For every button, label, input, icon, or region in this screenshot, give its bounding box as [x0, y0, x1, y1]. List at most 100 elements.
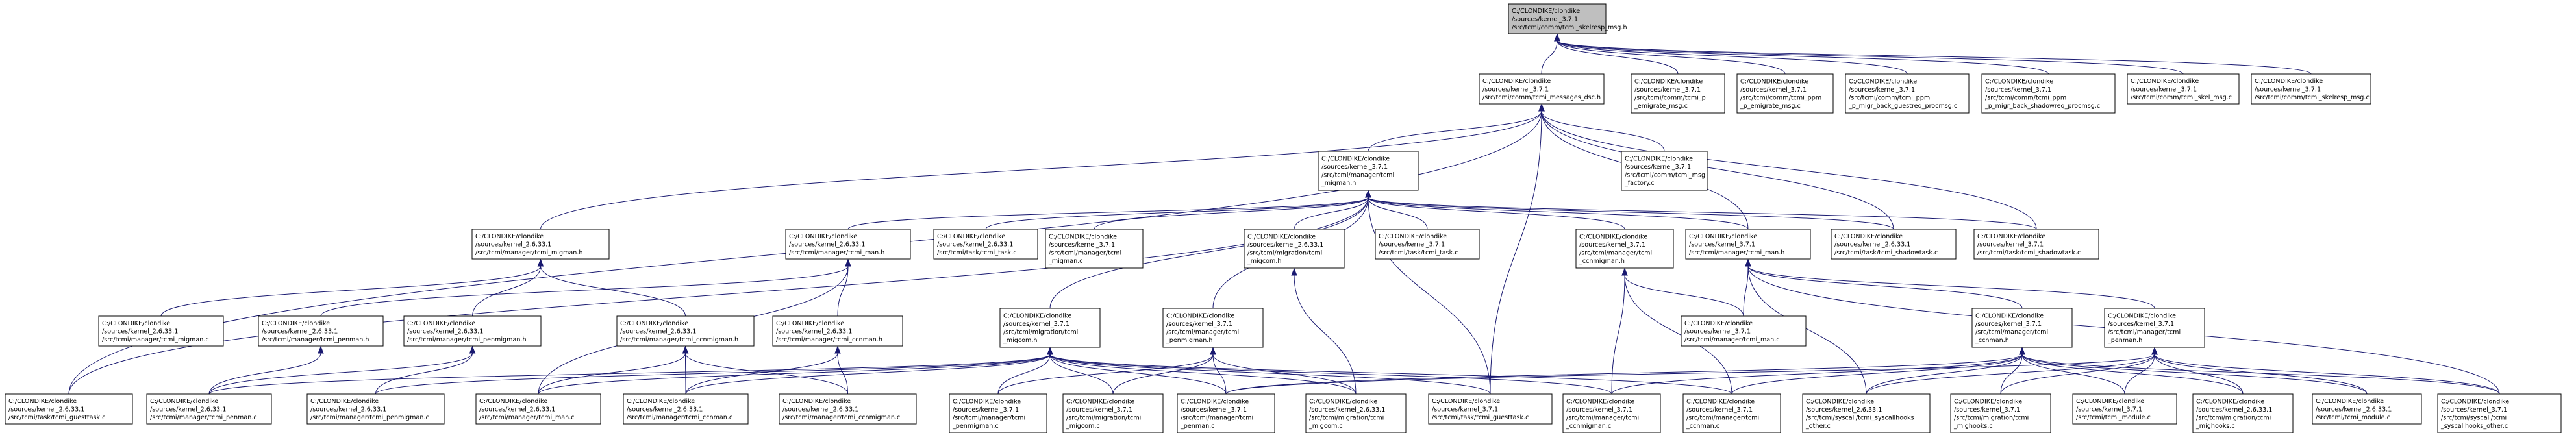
node-label-line: C:/CLONDIKE/clondike	[1686, 399, 1755, 406]
file-node[interactable]: C:/CLONDIKE/clondike/sources/kernel_2.6.…	[616, 315, 755, 347]
file-node[interactable]: C:/CLONDIKE/clondike/sources/kernel_3.7.…	[999, 308, 1101, 348]
file-node[interactable]: C:/CLONDIKE/clondike/sources/kernel_3.7.…	[1631, 73, 1725, 114]
edge-line	[320, 266, 849, 317]
file-node[interactable]: C:/CLONDIKE/clondike/sources/kernel_3.7.…	[1162, 308, 1264, 348]
edge-line	[1049, 354, 1114, 395]
file-node[interactable]: C:/CLONDIKE/clondike/sources/kernel_3.7.…	[2437, 393, 2562, 433]
file-node[interactable]: C:/CLONDIKE/clondike/sources/kernel_2.6.…	[1802, 393, 1931, 433]
file-node[interactable]: C:/CLONDIKE/clondike/sources/kernel_3.7.…	[2104, 308, 2205, 348]
node-label-line: /src/tcmi/manager/tcmi	[1579, 250, 1652, 257]
node-label-line: /src/tcmi/comm/tcmi_msg	[1625, 172, 1705, 179]
file-node[interactable]: C:/CLONDIKE/clondike/sources/kernel_3.7.…	[1062, 393, 1164, 433]
file-node[interactable]: C:/CLONDIKE/clondike/sources/kernel_3.7.…	[1685, 229, 1811, 260]
file-node[interactable]: C:/CLONDIKE/clondike/sources/kernel_2.6.…	[146, 393, 272, 425]
edge-line	[1049, 354, 1491, 395]
file-node[interactable]: C:/CLONDIKE/clondike/sources/kernel_2.6.…	[1831, 229, 1957, 260]
node-label-line: _emigrate_msg.c	[1634, 103, 1688, 110]
file-node[interactable]: C:/CLONDIKE/clondike/sources/kernel_3.7.…	[2251, 73, 2371, 105]
file-node[interactable]: C:/CLONDIKE/clondike/sources/kernel_2.6.…	[2312, 393, 2422, 425]
file-node[interactable]: C:/CLONDIKE/clondike/sources/kernel_3.7.…	[1971, 308, 2073, 348]
edge-ccnman_h_371-to-man_h_371	[1745, 258, 2023, 309]
edge-man_c_371-to-ccnmigman_h_371	[1621, 267, 1744, 317]
file-node[interactable]: C:/CLONDIKE/clondike/sources/kernel_2.6.…	[1244, 229, 1345, 269]
node-label-line: /sources/kernel_3.7.1	[953, 406, 1019, 414]
edge-line	[685, 354, 1051, 395]
file-node[interactable]: C:/CLONDIKE/clondike/sources/kernel_2.6.…	[933, 229, 1038, 260]
file-node[interactable]: C:/CLONDIKE/clondike/sources/kernel_2.6.…	[2192, 393, 2294, 433]
file-node[interactable]: C:/CLONDIKE/clondike/sources/kernel_3.7.…	[1562, 393, 1661, 433]
node-label-line: /sources/kernel_3.7.1	[1689, 241, 1755, 248]
file-node[interactable]: C:/CLONDIKE/clondike/sources/kernel_2.6.…	[98, 315, 224, 347]
node-box	[1802, 393, 1931, 433]
edge-line	[160, 266, 541, 317]
file-node[interactable]: C:/CLONDIKE/clondike/sources/kernel_2.6.…	[785, 229, 911, 260]
edge-line	[1747, 266, 1867, 395]
file-node[interactable]: C:/CLONDIKE/clondike/sources/kernel_3.7.…	[1428, 393, 1553, 425]
file-node[interactable]: C:/CLONDIKE/clondike/sources/kernel_2.6.…	[779, 393, 917, 425]
node-box	[1950, 393, 2051, 433]
file-node[interactable]: C:/CLONDIKE/clondike/sources/kernel_3.7.…	[1621, 151, 1708, 191]
node-label-line: /src/tcmi/manager/tcmi	[1181, 415, 1253, 422]
edge-line	[1049, 354, 1732, 395]
node-label-line: /src/tcmi/manager/tcmi	[1686, 415, 1759, 422]
node-label-line: /sources/kernel_3.7.1	[1066, 406, 1132, 414]
edge-line	[1094, 197, 1369, 230]
edge-skel_msg-to-root	[1554, 33, 2184, 75]
root-file-node[interactable]: C:/CLONDIKE/clondike/sources/kernel_3.7.…	[1508, 3, 1627, 34]
file-node[interactable]: C:/CLONDIKE/clondike/sources/kernel_3.7.…	[1575, 229, 1674, 269]
file-node[interactable]: C:/CLONDIKE/clondike/sources/kernel_3.7.…	[1981, 73, 2116, 114]
file-node[interactable]: C:/CLONDIKE/clondike/sources/kernel_3.7.…	[1375, 229, 1480, 260]
file-node[interactable]: C:/CLONDIKE/clondike/sources/kernel_3.7.…	[1950, 393, 2051, 433]
file-node[interactable]: C:/CLONDIKE/clondike/sources/kernel_2.6.…	[471, 229, 610, 260]
node-box	[475, 393, 601, 425]
file-node[interactable]: C:/CLONDIKE/clondike/sources/kernel_2.6.…	[475, 393, 601, 425]
node-label-line: /sources/kernel_3.7.1	[1985, 86, 2051, 93]
node-label-line: /src/tcmi/task/tcmi_guesttask.c	[8, 414, 105, 421]
file-node[interactable]: C:/CLONDIKE/clondike/sources/kernel_3.7.…	[2127, 73, 2240, 105]
file-node[interactable]: C:/CLONDIKE/clondike/sources/kernel_3.7.…	[2072, 393, 2177, 425]
edge-arrowhead	[682, 345, 689, 354]
file-node[interactable]: C:/CLONDIKE/clondike/sources/kernel_2.6.…	[623, 393, 749, 425]
file-node[interactable]: C:/CLONDIKE/clondike/sources/kernel_2.6.…	[1305, 393, 1407, 433]
file-node[interactable]: C:/CLONDIKE/clondike/sources/kernel_3.7.…	[1973, 229, 2099, 260]
node-label-line: /sources/kernel_2.6.33.1	[1247, 241, 1323, 249]
file-node[interactable]: C:/CLONDIKE/clondike/sources/kernel_3.7.…	[1318, 151, 1419, 191]
node-label-line: /sources/kernel_2.6.33.1	[262, 328, 338, 335]
node-label-line: /src/tcmi/manager/tcmi	[1566, 415, 1639, 422]
edge-arrowhead	[1291, 267, 1297, 276]
file-node[interactable]: C:/CLONDIKE/clondike/sources/kernel_3.7.…	[1681, 315, 1807, 347]
file-node[interactable]: C:/CLONDIKE/clondike/sources/kernel_3.7.…	[949, 393, 1047, 433]
edge-line	[837, 266, 849, 317]
file-node[interactable]: C:/CLONDIKE/clondike/sources/kernel_3.7.…	[1845, 73, 1970, 114]
file-node[interactable]: C:/CLONDIKE/clondike/sources/kernel_3.7.…	[1479, 73, 1605, 105]
node-label-line: /src/tcmi/comm/tcmi_skelresp_msg.h	[1512, 24, 1627, 31]
node-box	[1428, 393, 1553, 425]
file-node[interactable]: C:/CLONDIKE/clondike/sources/kernel_2.6.…	[306, 393, 445, 425]
node-label-line: _migcom.c	[1066, 423, 1100, 430]
node-box	[1244, 229, 1345, 269]
node-label-line: /src/tcmi/manager/tcmi	[1166, 329, 1239, 336]
file-node[interactable]: C:/CLONDIKE/clondike/sources/kernel_3.7.…	[1045, 229, 1144, 269]
file-node[interactable]: C:/CLONDIKE/clondike/sources/kernel_2.6.…	[258, 315, 384, 347]
node-box	[146, 393, 272, 425]
file-node[interactable]: C:/CLONDIKE/clondike/sources/kernel_3.7.…	[1177, 393, 1275, 433]
node-label-line: C:/CLONDIKE/clondike	[1512, 8, 1580, 15]
edge-line	[997, 354, 1214, 395]
file-node[interactable]: C:/CLONDIKE/clondike/sources/kernel_3.7.…	[1736, 73, 1834, 114]
node-label-line: /src/tcmi/tcmi_module.c	[2316, 414, 2390, 421]
node-label-line: /sources/kernel_2.6.33.1	[789, 241, 865, 248]
edge-shadowtask_2633-to-migman_h_371	[1365, 190, 1894, 230]
edge-man_h_2633-to-migman_h_371	[847, 190, 1371, 230]
node-box	[471, 229, 610, 260]
node-label-line: C:/CLONDIKE/clondike	[2131, 78, 2199, 85]
file-node[interactable]: C:/CLONDIKE/clondike/sources/kernel_3.7.…	[1682, 393, 1781, 433]
edge-line	[208, 353, 321, 395]
file-node[interactable]: C:/CLONDIKE/clondike/sources/kernel_2.6.…	[772, 315, 903, 347]
edge-line	[1368, 197, 1491, 395]
node-label-line: C:/CLONDIKE/clondike	[1834, 233, 1903, 240]
file-node[interactable]: C:/CLONDIKE/clondike/sources/kernel_2.6.…	[403, 315, 542, 347]
edge-arrowhead	[537, 258, 544, 267]
file-node[interactable]: C:/CLONDIKE/clondike/sources/kernel_2.6.…	[5, 393, 133, 425]
edge-arrowhead	[834, 345, 841, 354]
